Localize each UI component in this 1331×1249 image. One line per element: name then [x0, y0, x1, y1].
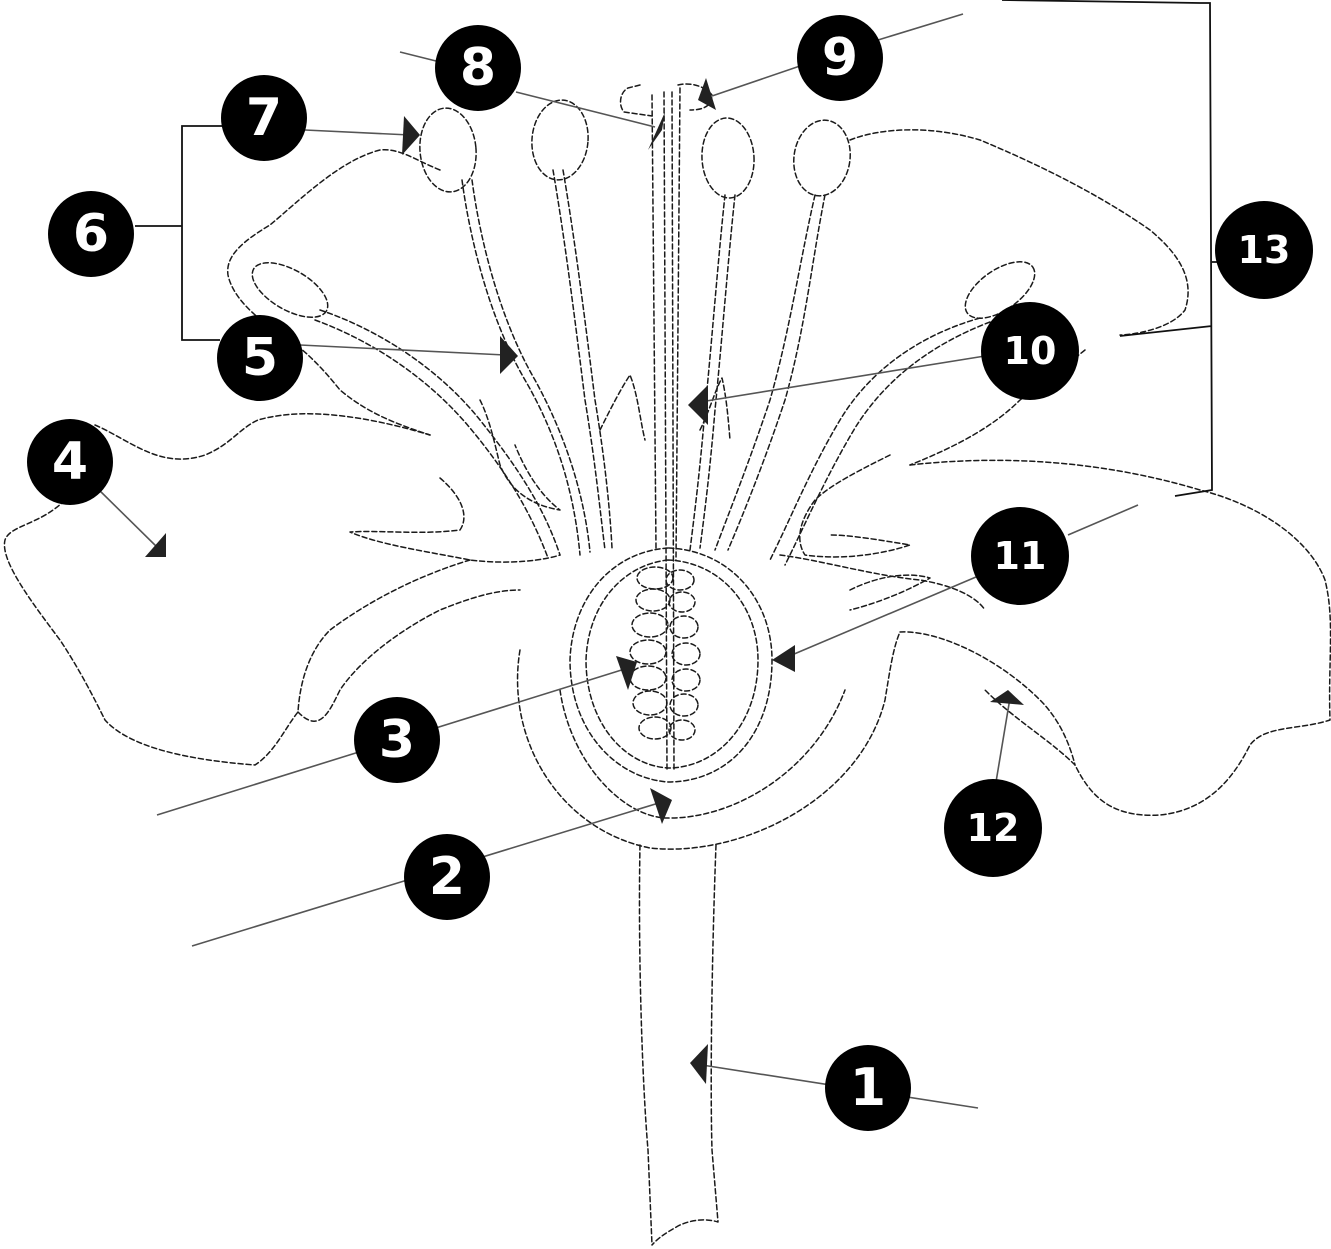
label-badge-13: 13 — [1215, 201, 1313, 299]
right-lower-bract2-outline — [849, 574, 931, 611]
right-sepal-inner-outline — [899, 631, 1076, 766]
label-badge-3: 3 — [354, 697, 440, 783]
leader-line-9 — [877, 13, 964, 41]
right-lower-bract-outline — [779, 554, 986, 611]
arrowhead-5 — [500, 336, 518, 374]
leader-line-9-lower — [711, 65, 801, 97]
filament-left-outer — [461, 179, 591, 556]
left-bract-outline — [349, 477, 561, 563]
left-sepal-inner-outline — [297, 589, 521, 722]
label-badge-1: 1 — [825, 1045, 911, 1131]
label-8-text: 8 — [460, 38, 496, 98]
label-7-text: 7 — [246, 88, 282, 148]
left-petal-outline — [227, 149, 441, 436]
receptacle-inner-outline — [559, 689, 846, 819]
filament-right-lower — [769, 317, 991, 566]
label-1-text: 1 — [850, 1058, 886, 1118]
arrowhead-4 — [145, 533, 166, 557]
arrowhead-2 — [650, 788, 672, 824]
leader-lines — [95, 0, 1222, 1109]
leader-line-11 — [1067, 504, 1139, 536]
label-2-text: 2 — [429, 847, 465, 907]
arrowhead-12 — [990, 690, 1024, 705]
flower-drawing — [3, 83, 1331, 1246]
label-badge-10: 10 — [981, 302, 1079, 400]
leader-line-8 — [399, 51, 441, 63]
label-badges: 1 2 3 4 5 6 7 8 — [27, 15, 1313, 1131]
label-6-text: 6 — [73, 204, 109, 264]
receptacle-outline — [516, 631, 901, 850]
right-bract-outline — [799, 454, 911, 558]
arrowhead-11 — [772, 645, 795, 672]
right-sepal-outline — [909, 459, 1331, 816]
filament-left-lower — [314, 309, 561, 559]
style-outline — [651, 87, 681, 771]
arrowhead-10 — [688, 385, 708, 425]
label-badge-8: 8 — [435, 25, 521, 111]
ovules — [629, 566, 701, 741]
central-spike-left — [599, 374, 646, 441]
left-sepal-outline — [3, 413, 471, 766]
leader-line-7 — [304, 129, 411, 136]
ovary-inner-outline — [585, 559, 759, 769]
label-10-text: 10 — [1004, 329, 1057, 373]
label-13-text: 13 — [1238, 228, 1291, 272]
label-badge-6: 6 — [48, 191, 134, 277]
ovary-outer-outline — [569, 547, 773, 783]
leader-line-8-lower — [515, 91, 656, 128]
label-3-text: 3 — [379, 710, 415, 770]
label-5-text: 5 — [242, 328, 278, 388]
arrowhead-1 — [690, 1044, 708, 1084]
label-11-text: 11 — [994, 534, 1047, 578]
arrowhead-3 — [616, 656, 637, 690]
bracket-13 — [1001, 0, 1222, 497]
leader-line-5 — [299, 344, 506, 356]
bracket-6 — [135, 125, 224, 341]
label-badge-2: 2 — [404, 834, 490, 920]
label-12-text: 12 — [967, 806, 1020, 850]
label-badge-9: 9 — [797, 15, 883, 101]
leader-line-4 — [95, 486, 161, 551]
label-badge-7: 7 — [221, 75, 307, 161]
label-badge-12: 12 — [944, 779, 1042, 877]
filament-right-outer — [714, 194, 826, 551]
arrowhead-8 — [648, 112, 665, 150]
arrowhead-7 — [402, 116, 420, 155]
arrowhead-9 — [698, 78, 716, 110]
leader-line-10 — [699, 355, 986, 403]
stigma-outline — [619, 83, 713, 117]
label-badge-4: 4 — [27, 419, 113, 505]
label-badge-11: 11 — [971, 507, 1069, 605]
label-4-text: 4 — [52, 432, 88, 492]
label-badge-5: 5 — [217, 315, 303, 401]
label-9-text: 9 — [822, 28, 858, 88]
leader-line-11-lower — [779, 576, 977, 661]
right-petal-outline — [849, 129, 1189, 466]
filament-left-inner — [552, 169, 613, 551]
pedicel-outline — [638, 844, 719, 1246]
leader-line-12 — [995, 697, 1011, 783]
filament-right-inner — [689, 194, 736, 551]
